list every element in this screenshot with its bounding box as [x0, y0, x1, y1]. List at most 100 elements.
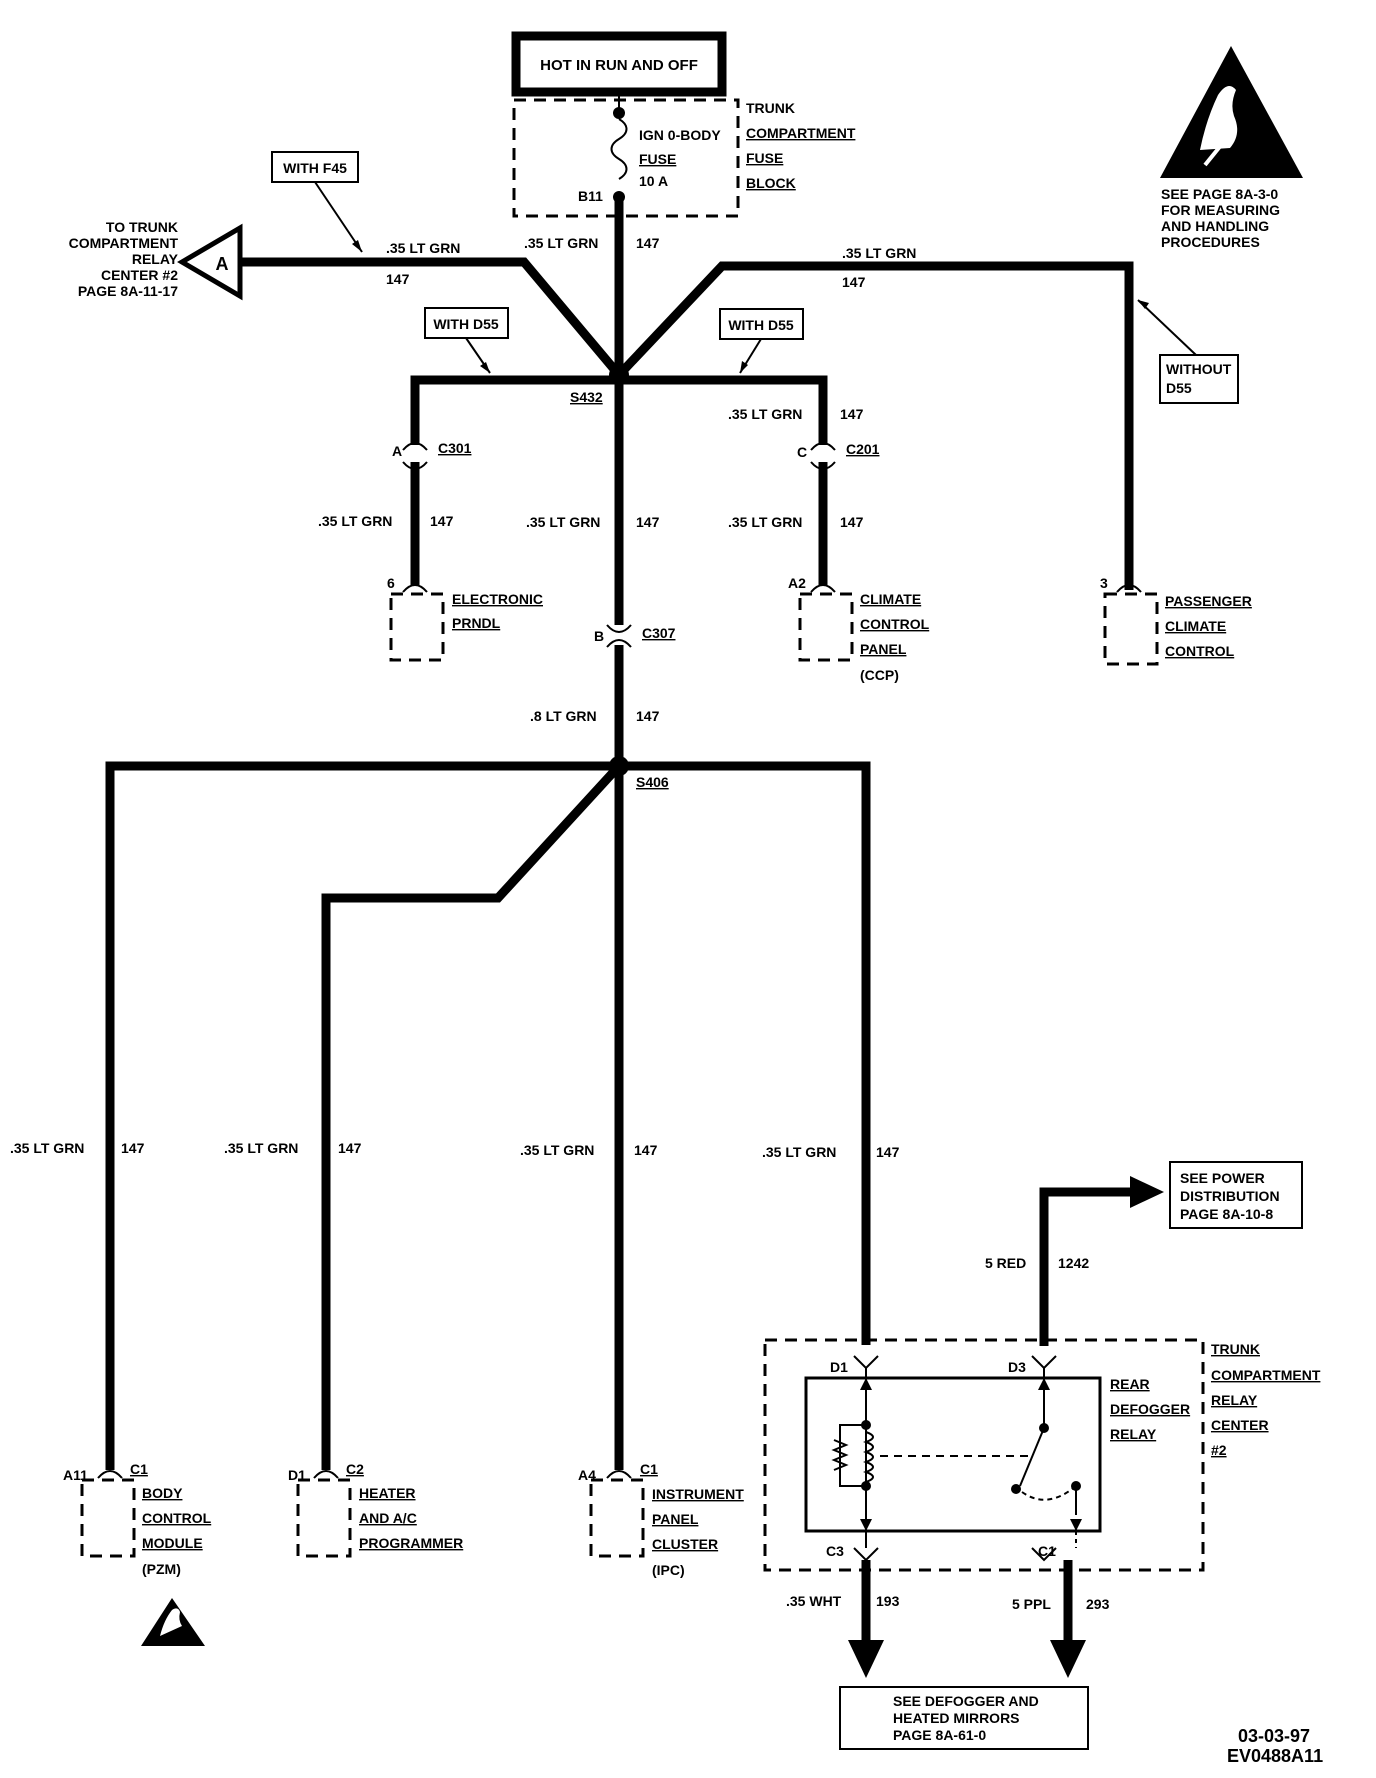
- heater-ac-programmer-label: HEATER AND A/C PROGRAMMER: [359, 1485, 463, 1551]
- splice-s406: [609, 756, 629, 776]
- svg-text:COMPARTMENT: COMPARTMENT: [746, 125, 856, 141]
- svg-text:D1: D1: [830, 1359, 848, 1375]
- svg-text:COMPARTMENT: COMPARTMENT: [69, 235, 179, 251]
- svg-text:1242: 1242: [1058, 1255, 1089, 1271]
- svg-text:.35 LT GRN: .35 LT GRN: [318, 513, 392, 529]
- svg-text:WITH D55: WITH D55: [433, 316, 499, 332]
- svg-text:D3: D3: [1008, 1359, 1026, 1375]
- output-arrow-c1-icon: [1050, 1640, 1086, 1678]
- svg-text:HEATER: HEATER: [359, 1485, 416, 1501]
- svg-text:PRNDL: PRNDL: [452, 615, 501, 631]
- svg-text:(IPC): (IPC): [652, 1562, 685, 1578]
- svg-text:147: 147: [386, 271, 410, 287]
- electronic-prndl-label: ELECTRONIC PRNDL: [452, 591, 543, 631]
- svg-text:S406: S406: [636, 774, 669, 790]
- power-distribution-reference: SEE POWER DISTRIBUTION PAGE 8A-10-8: [1169, 1161, 1303, 1229]
- svg-text:5 PPL: 5 PPL: [1012, 1596, 1051, 1612]
- svg-text:147: 147: [842, 274, 866, 290]
- fuse-pin: B11: [578, 188, 603, 204]
- ipc-box: [589, 1478, 645, 1558]
- svg-text:.35 WHT: .35 WHT: [786, 1593, 842, 1609]
- svg-text:SEE PAGE 8A-3-0: SEE PAGE 8A-3-0: [1161, 186, 1278, 202]
- svg-text:PAGE 8A-10-8: PAGE 8A-10-8: [1180, 1206, 1273, 1222]
- svg-text:C201: C201: [846, 441, 880, 457]
- esd-notice: SEE PAGE 8A-3-0 FOR MEASURING AND HANDLI…: [1161, 186, 1280, 250]
- passenger-climate-box: [1103, 592, 1159, 666]
- svg-text:PANEL: PANEL: [652, 1511, 699, 1527]
- svg-text:A: A: [392, 443, 402, 459]
- svg-text:A11: A11: [63, 1467, 88, 1483]
- svg-text:C301: C301: [438, 440, 472, 456]
- svg-text:.35 LT GRN: .35 LT GRN: [728, 514, 802, 530]
- body-control-module-label: BODY CONTROL MODULE (PZM): [142, 1485, 212, 1577]
- relay-center-title: TRUNK COMPARTMENT RELAY CENTER #2: [1211, 1341, 1321, 1458]
- svg-text:.35 LT GRN: .35 LT GRN: [386, 240, 460, 256]
- svg-text:CONTROL: CONTROL: [142, 1510, 212, 1526]
- fuse-word: FUSE: [639, 151, 676, 167]
- option-with-d55-left: WITH D55: [424, 307, 509, 374]
- svg-text:.35 LT GRN: .35 LT GRN: [762, 1144, 836, 1160]
- output-arrow-c3-icon: [848, 1640, 884, 1678]
- svg-text:5 RED: 5 RED: [985, 1255, 1026, 1271]
- bcm-box: [80, 1478, 136, 1558]
- svg-text:S432: S432: [570, 389, 603, 405]
- svg-text:SEE DEFOGGER AND: SEE DEFOGGER AND: [893, 1693, 1039, 1709]
- svg-text:MODULE: MODULE: [142, 1535, 203, 1551]
- footer-code: EV0488A11: [1227, 1746, 1323, 1766]
- heater-box: [296, 1478, 352, 1558]
- svg-text:(CCP): (CCP): [860, 667, 899, 683]
- svg-text:147: 147: [876, 1144, 900, 1160]
- svg-text:INSTRUMENT: INSTRUMENT: [652, 1486, 744, 1502]
- trunk-relay-reference: TO TRUNK COMPARTMENT RELAY CENTER #2 PAG…: [69, 219, 179, 299]
- svg-text:CENTER: CENTER: [1211, 1417, 1269, 1433]
- relay-switch-icon: [1011, 1368, 1082, 1548]
- reference-a-icon: [177, 223, 243, 301]
- svg-text:.35 LT GRN: .35 LT GRN: [520, 1142, 594, 1158]
- svg-text:COMPARTMENT: COMPARTMENT: [1211, 1367, 1321, 1383]
- svg-text:BLOCK: BLOCK: [746, 175, 796, 191]
- svg-text:.35 LT GRN: .35 LT GRN: [728, 406, 802, 422]
- fuse-block-outline: [512, 98, 740, 218]
- rear-defogger-relay-label: REAR DEFOGGER RELAY: [1110, 1376, 1190, 1442]
- svg-text:FOR MEASURING: FOR MEASURING: [1161, 202, 1280, 218]
- svg-text:B: B: [594, 628, 604, 644]
- svg-text:BODY: BODY: [142, 1485, 183, 1501]
- svg-text:C2: C2: [346, 1461, 364, 1477]
- svg-text:147: 147: [338, 1140, 362, 1156]
- svg-text:147: 147: [840, 514, 864, 530]
- svg-text:293: 293: [1086, 1596, 1110, 1612]
- svg-text:CONTROL: CONTROL: [1165, 643, 1235, 659]
- svg-text:.35 LT GRN: .35 LT GRN: [524, 235, 598, 251]
- svg-text:3: 3: [1100, 575, 1108, 591]
- svg-text:AND A/C: AND A/C: [359, 1510, 417, 1526]
- esd-small-icon: [141, 1598, 205, 1646]
- svg-text:(PZM): (PZM): [142, 1561, 181, 1577]
- svg-text:PAGE 8A-61-0: PAGE 8A-61-0: [893, 1727, 986, 1743]
- power-label: HOT IN RUN AND OFF: [540, 57, 698, 74]
- svg-text:WITH D55: WITH D55: [728, 317, 794, 333]
- svg-text:D1: D1: [288, 1467, 306, 1483]
- svg-text:C1: C1: [130, 1461, 148, 1477]
- svg-text:WITH F45: WITH F45: [283, 160, 347, 176]
- svg-text:147: 147: [636, 708, 660, 724]
- svg-text:ELECTRONIC: ELECTRONIC: [452, 591, 543, 607]
- svg-text:C1: C1: [640, 1461, 658, 1477]
- svg-text:RELAY: RELAY: [1110, 1426, 1157, 1442]
- svg-text:TO TRUNK: TO TRUNK: [106, 219, 178, 235]
- svg-text:TRUNK: TRUNK: [1211, 1341, 1260, 1357]
- esd-warning-icon: [1160, 46, 1303, 178]
- svg-text:.8 LT GRN: .8 LT GRN: [530, 708, 597, 724]
- fuse-name: IGN 0-BODY: [639, 127, 721, 143]
- svg-text:C1: C1: [1038, 1543, 1056, 1559]
- svg-text:DEFOGGER: DEFOGGER: [1110, 1401, 1190, 1417]
- svg-text:.35 LT GRN: .35 LT GRN: [526, 514, 600, 530]
- svg-text:FUSE: FUSE: [746, 150, 783, 166]
- svg-text:WITHOUT: WITHOUT: [1166, 361, 1232, 377]
- instrument-panel-cluster-label: INSTRUMENT PANEL CLUSTER (IPC): [652, 1486, 744, 1578]
- footer-date: 03-03-97: [1238, 1726, 1310, 1746]
- svg-text:CONTROL: CONTROL: [860, 616, 930, 632]
- svg-text:HEATED MIRRORS: HEATED MIRRORS: [893, 1710, 1020, 1726]
- svg-text:C: C: [797, 444, 807, 460]
- svg-text:SEE POWER: SEE POWER: [1180, 1170, 1265, 1186]
